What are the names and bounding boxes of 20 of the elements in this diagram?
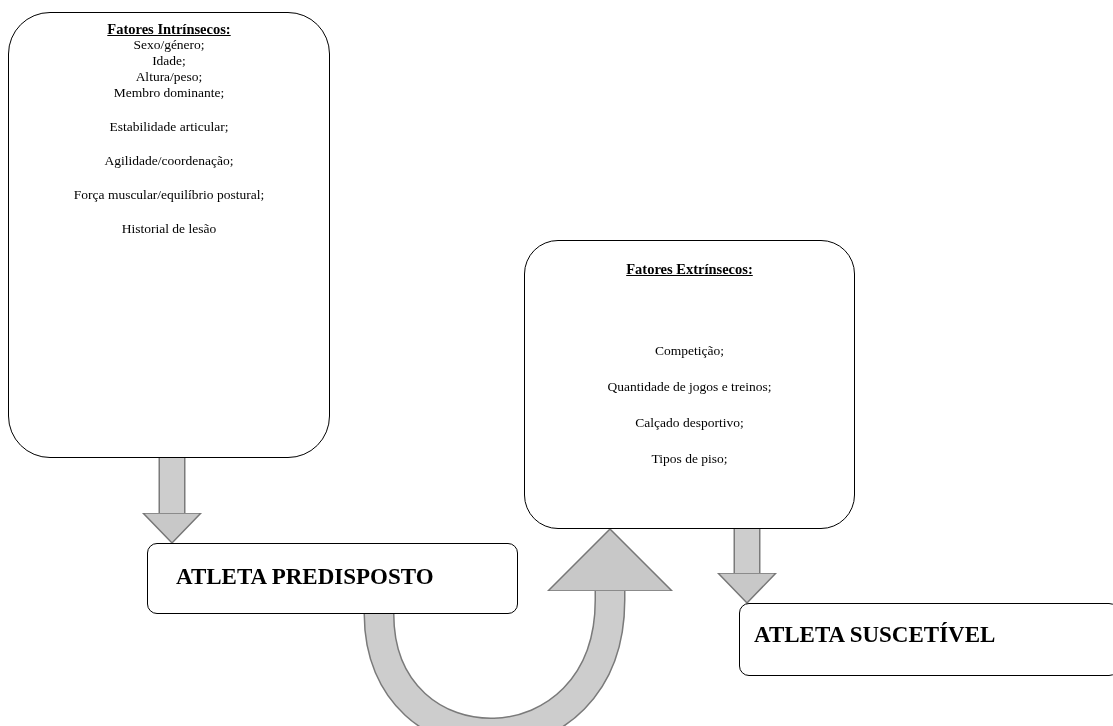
box-heading: Fatores Extrínsecos:: [626, 261, 753, 277]
result-box: [147, 543, 518, 614]
factor-box: [524, 240, 855, 529]
factor-item: Sexo/género;: [133, 37, 205, 53]
factor-item: Quantidade de jogos e treinos;: [607, 379, 772, 395]
factor-item: Altura/peso;: [135, 69, 203, 85]
node-title: ATLETA SUSCETÍVEL: [754, 621, 996, 649]
result-box: [739, 603, 1113, 676]
node-title: ATLETA PREDISPOSTO: [176, 563, 434, 591]
factor-item: Calçado desportivo;: [635, 415, 744, 431]
factor-item: Agilidade/coordenação;: [104, 153, 234, 169]
factor-item: Estabilidade articular;: [109, 119, 229, 135]
factor-item: Idade;: [152, 53, 186, 69]
factor-item: Membro dominante;: [113, 85, 225, 101]
factor-box: [8, 12, 330, 458]
factor-item: Força muscular/equilíbrio postural;: [73, 187, 265, 203]
factor-item: Historial de lesão: [121, 221, 217, 237]
box-heading: Fatores Intrínsecos:: [107, 21, 231, 37]
factor-item: Tipos de piso;: [651, 451, 728, 467]
factor-item: Competição;: [655, 343, 724, 359]
